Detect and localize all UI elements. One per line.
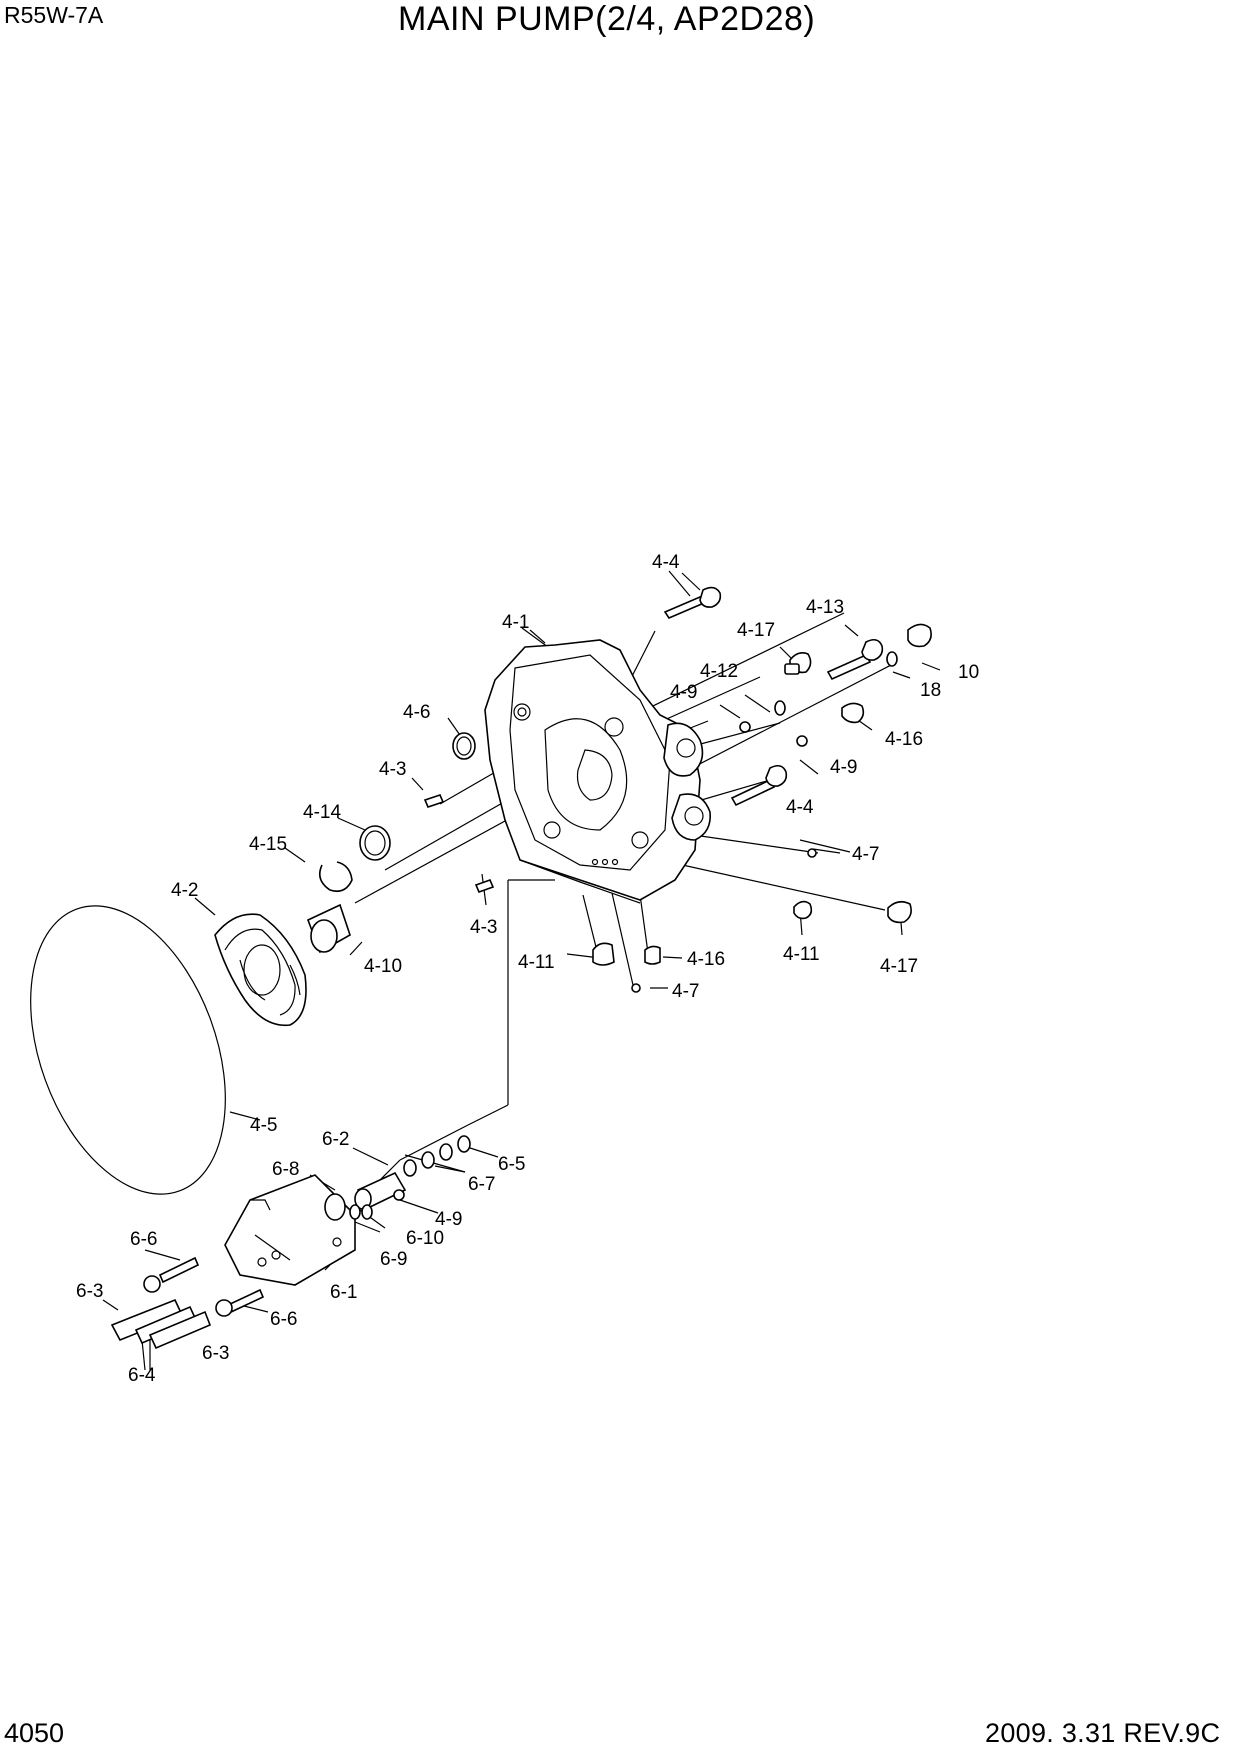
- callout-4-13: 4-13: [806, 597, 844, 618]
- bolt-4-13: [826, 638, 884, 681]
- page-number: 4050: [4, 1718, 65, 1748]
- callout-6-1: 6-1: [330, 1282, 357, 1303]
- callout-4-12: 4-12: [700, 661, 738, 682]
- callout-6-4: 6-4: [128, 1365, 156, 1386]
- callout-4-1: 4-1: [502, 612, 529, 633]
- callout-4-4-top: 4-4: [652, 552, 680, 573]
- o-ring-4-6: [452, 732, 476, 760]
- ring-6-8: [324, 1193, 346, 1221]
- callout-6-7: 6-7: [468, 1174, 495, 1195]
- pin-4-3-bottom: [474, 878, 495, 894]
- callout-4-5: 4-5: [250, 1115, 277, 1136]
- regulator-body-6-1: [224, 1174, 356, 1286]
- callout-4-10: 4-10: [364, 956, 402, 977]
- callout-4-11-left: 4-11: [518, 952, 555, 973]
- callout-4-17-top: 4-17: [737, 620, 775, 641]
- callout-6-6-bottom: 6-6: [270, 1309, 297, 1330]
- o-ring-4-12: [774, 700, 786, 716]
- callout-4-17-right: 4-17: [880, 956, 918, 977]
- callout-labels: 4-4 4-1 4-13 4-17 10 4-12 18 4-9 4-6 4-1…: [76, 552, 979, 1386]
- callout-4-7-right: 4-7: [852, 844, 879, 865]
- o-ring-4-5: [30, 905, 226, 1195]
- callout-6-6-top: 6-6: [130, 1229, 157, 1250]
- model-code: R55W-7A: [4, 2, 104, 28]
- callout-4-6: 4-6: [403, 702, 430, 723]
- page-title: MAIN PUMP(2/4, AP2D28): [398, 0, 816, 38]
- plug-4-11-left: [592, 942, 615, 966]
- callout-4-3-top: 4-3: [379, 759, 406, 780]
- callout-6-5: 6-5: [498, 1154, 525, 1175]
- bolt-6-6-top: [143, 1256, 200, 1293]
- bolt-6-6-bottom: [215, 1288, 265, 1317]
- callout-4-14: 4-14: [303, 802, 341, 823]
- plug-4-11-right: [793, 900, 813, 920]
- callout-4-3-bottom: 4-3: [470, 917, 497, 938]
- revision-date: 2009. 3.31 REV.9C: [985, 1718, 1221, 1748]
- plug-4-7-right: [807, 848, 817, 858]
- o-rings-6-5-6-7: [403, 1135, 471, 1177]
- plug-4-16-right: [841, 702, 865, 724]
- pin-4-3-top: [423, 794, 445, 808]
- seals-6-9-6-10: [349, 1204, 373, 1220]
- callout-4-9-bottom: 4-9: [435, 1209, 462, 1230]
- callout-6-8: 6-8: [272, 1159, 299, 1180]
- plug-4-7-bottom: [631, 983, 641, 993]
- plug-4-17-top: [784, 652, 812, 675]
- callout-6-3-bottom: 6-3: [202, 1343, 229, 1364]
- o-ring-18: [886, 651, 898, 667]
- snap-ring-4-15: [319, 861, 353, 893]
- callout-4-16-bottom: 4-16: [687, 949, 725, 970]
- callout-4-9-top: 4-9: [670, 682, 697, 703]
- plug-4-17-right: [887, 900, 912, 924]
- callout-4-15: 4-15: [249, 834, 287, 855]
- callout-4-2: 4-2: [171, 880, 198, 901]
- callout-6-9: 6-9: [380, 1249, 407, 1270]
- ball-4-9-bottom: [393, 1189, 405, 1201]
- callout-4-11-right: 4-11: [783, 944, 820, 965]
- plug-4-16-bottom: [644, 945, 661, 965]
- pins-6-3-6-4: [110, 1298, 212, 1350]
- callout-4-16-right: 4-16: [885, 729, 923, 750]
- callout-10: 10: [958, 662, 979, 683]
- callout-6-10: 6-10: [406, 1228, 444, 1249]
- bolt-4-4-right: [730, 764, 788, 807]
- bolt-4-4-top: [663, 586, 722, 619]
- pump-housing-part: [484, 639, 712, 904]
- callout-6-2: 6-2: [322, 1129, 349, 1150]
- bushing-4-10: [306, 903, 351, 954]
- callout-4-7-bottom: 4-7: [672, 981, 699, 1002]
- filter-4-14: [359, 825, 391, 861]
- ball-4-9-top: [739, 721, 751, 733]
- callout-6-3-left: 6-3: [76, 1281, 103, 1302]
- callout-4-9-right: 4-9: [830, 757, 857, 778]
- callout-18: 18: [920, 680, 941, 701]
- plug-10: [907, 623, 932, 648]
- valve-plate-4-2: [214, 913, 307, 1027]
- callout-4-4-right: 4-4: [786, 797, 814, 818]
- ball-4-9-right: [796, 735, 808, 747]
